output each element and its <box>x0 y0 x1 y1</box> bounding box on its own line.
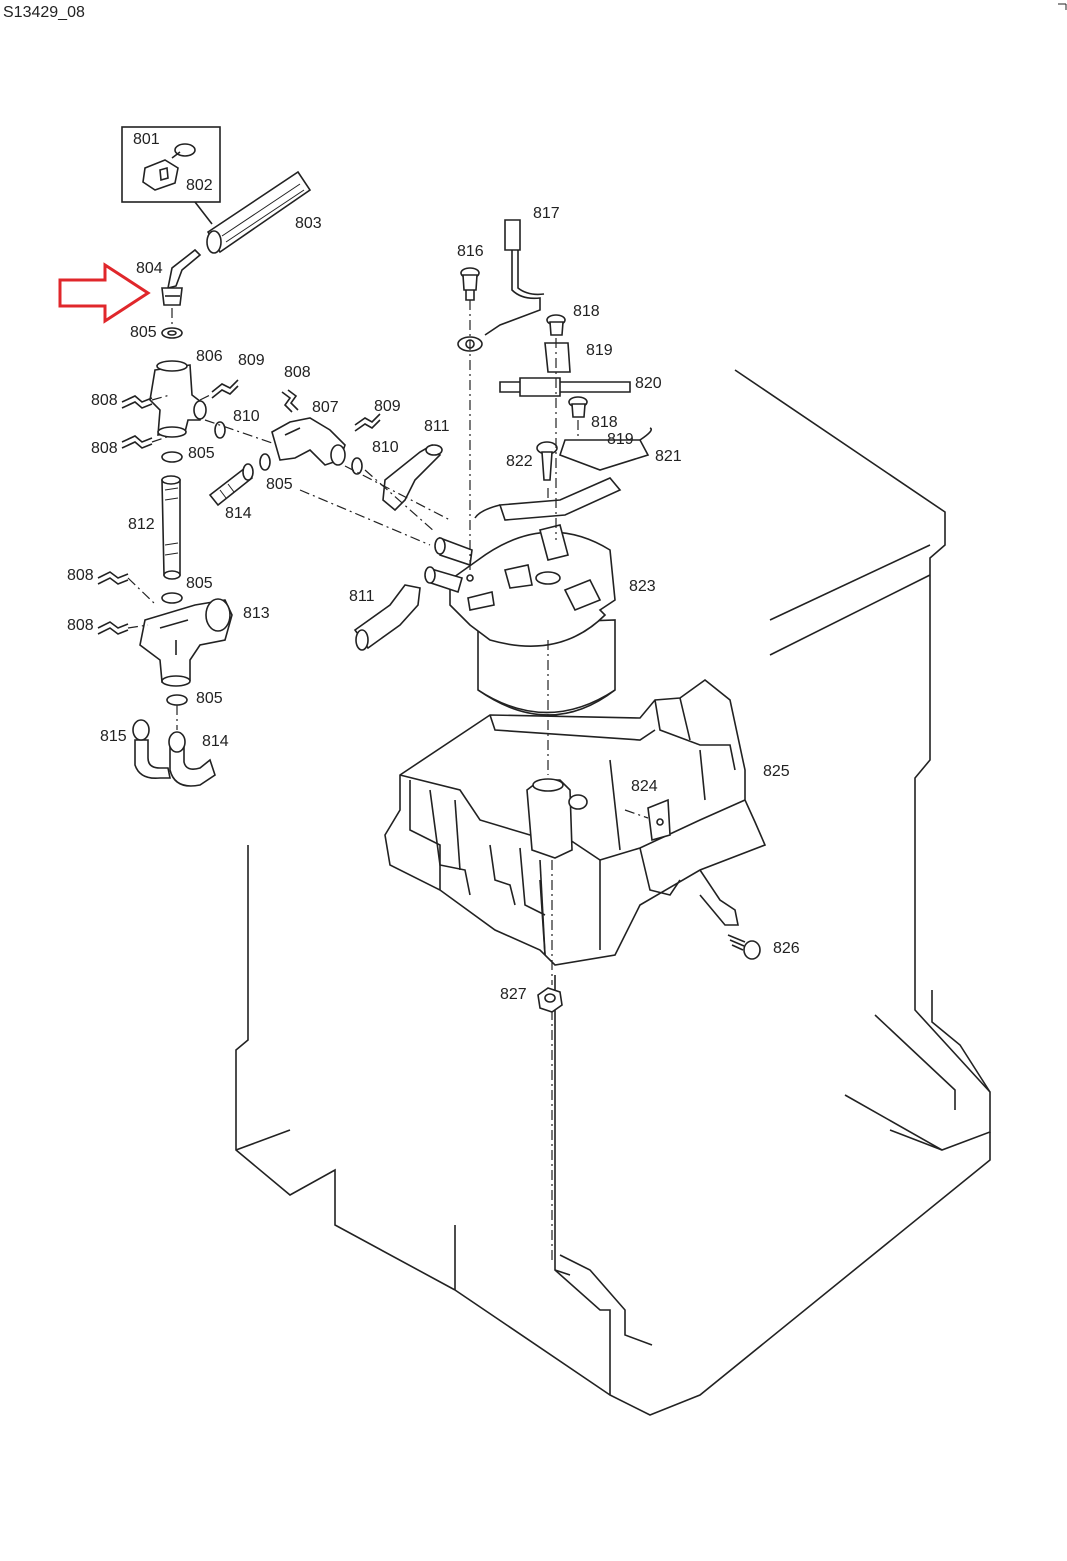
label-809: 809 <box>374 398 401 415</box>
label-823: 823 <box>629 578 656 595</box>
base-tray-825 <box>384 678 767 966</box>
label-819: 819 <box>586 342 613 359</box>
fasteners-826-827 <box>537 934 761 1013</box>
label-805: 805 <box>196 690 223 707</box>
label-816: 816 <box>457 243 484 260</box>
label-809: 809 <box>238 352 265 369</box>
sheet-id: S13429_08 <box>3 4 85 21</box>
label-801: 801 <box>133 131 160 148</box>
corner-mark <box>1058 3 1067 10</box>
label-804: 804 <box>136 260 163 277</box>
label-814: 814 <box>202 733 229 750</box>
label-811: 811 <box>424 418 450 435</box>
label-827: 827 <box>500 986 527 1003</box>
label-808: 808 <box>67 617 94 634</box>
sensor-assembly <box>457 219 653 1260</box>
highlight-arrow <box>58 262 151 324</box>
label-810: 810 <box>372 439 399 456</box>
label-802: 802 <box>186 177 213 194</box>
label-812: 812 <box>128 516 155 533</box>
label-820: 820 <box>635 375 662 392</box>
label-807: 807 <box>312 399 339 416</box>
label-813: 813 <box>243 605 270 622</box>
label-822: 822 <box>506 453 533 470</box>
label-818: 818 <box>573 303 600 320</box>
label-821: 821 <box>655 448 682 465</box>
label-819: 819 <box>607 431 634 448</box>
label-826: 826 <box>773 940 800 957</box>
label-810: 810 <box>233 408 260 425</box>
label-805: 805 <box>186 575 213 592</box>
label-808: 808 <box>284 364 311 381</box>
label-803: 803 <box>295 215 322 232</box>
label-818: 818 <box>591 414 618 431</box>
label-805: 805 <box>188 445 215 462</box>
machine-housing <box>235 369 991 1416</box>
label-814: 814 <box>225 505 252 522</box>
piping-assembly <box>97 126 451 787</box>
label-806: 806 <box>196 348 223 365</box>
label-808: 808 <box>67 567 94 584</box>
label-808: 808 <box>91 392 118 409</box>
label-808: 808 <box>91 440 118 457</box>
part-labels: 801 802 803 804 805 806 809 808 808 808 … <box>67 131 800 1003</box>
label-824: 824 <box>631 778 658 795</box>
label-817: 817 <box>533 205 560 222</box>
label-811: 811 <box>349 588 375 605</box>
label-805: 805 <box>266 476 293 493</box>
boiler-823 <box>424 524 616 716</box>
label-805: 805 <box>130 324 157 341</box>
label-815: 815 <box>100 728 127 745</box>
label-825: 825 <box>763 763 790 780</box>
